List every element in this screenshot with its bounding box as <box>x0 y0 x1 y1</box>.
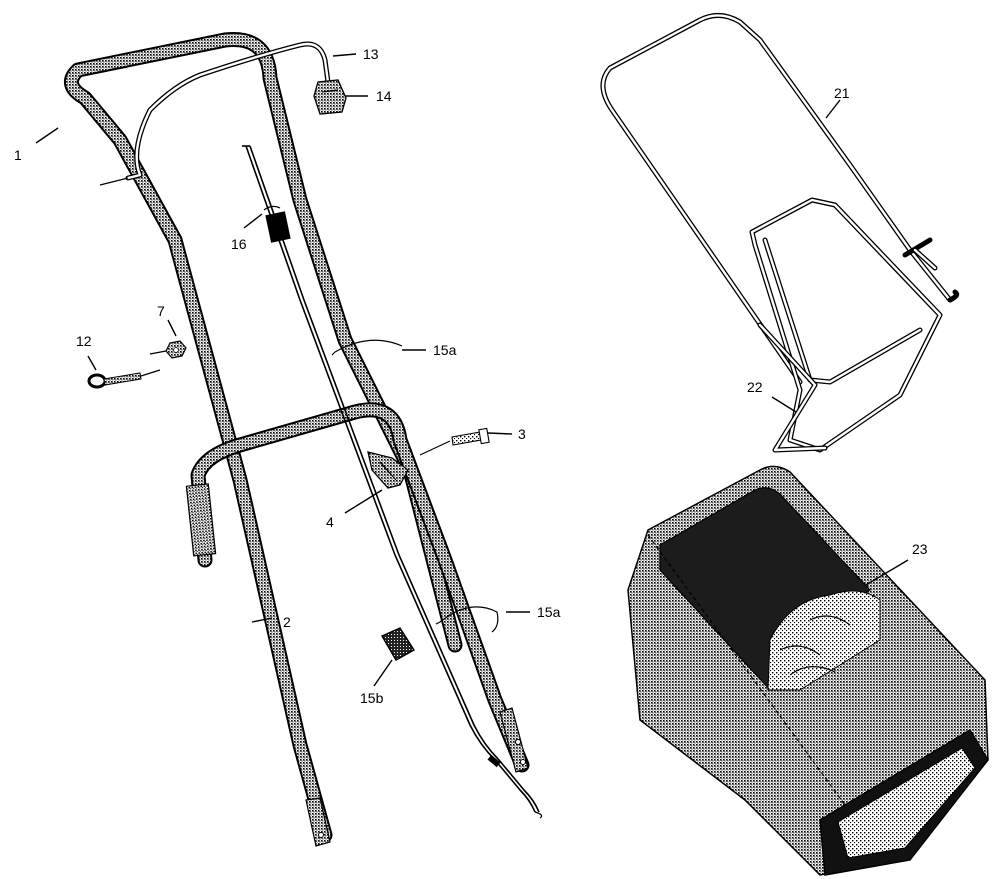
eye-bolt <box>87 369 161 389</box>
spacer-upper <box>331 339 403 356</box>
label-part-16: 16 <box>231 236 247 252</box>
control-rod <box>242 145 543 819</box>
rod-grip <box>263 205 291 243</box>
carriage-bolt <box>419 427 490 456</box>
spacer-block <box>381 627 415 661</box>
spacer-lower <box>435 606 499 633</box>
label-part-23: 23 <box>912 541 928 557</box>
label-part-4: 4 <box>326 514 334 530</box>
leader-lines <box>35 53 909 687</box>
label-part-13: 13 <box>363 46 379 62</box>
cable-clip <box>313 79 347 115</box>
label-part-15a-upper: 15a <box>433 342 457 358</box>
lower-handle <box>185 402 530 847</box>
control-cable <box>99 41 331 186</box>
handle-bracket <box>185 483 217 557</box>
label-part-14: 14 <box>376 88 392 104</box>
label-part-3: 3 <box>518 426 526 442</box>
label-part-12: 12 <box>76 333 92 349</box>
handle-end-right <box>499 707 529 773</box>
upper-handle <box>64 31 463 843</box>
label-part-2: 2 <box>283 614 291 630</box>
label-part-1: 1 <box>14 147 22 163</box>
label-part-21: 21 <box>834 85 850 101</box>
bag-frame <box>600 13 960 385</box>
label-part-15b: 15b <box>360 690 384 706</box>
label-part-22: 22 <box>747 379 763 395</box>
label-part-7: 7 <box>157 303 165 319</box>
bag-support-frame <box>749 197 943 453</box>
label-part-15a-lower: 15a <box>537 604 561 620</box>
grass-bag <box>627 465 989 876</box>
handle-end-left <box>305 797 331 847</box>
hex-nut <box>149 340 187 359</box>
callout-labels: 1 2 3 4 7 12 13 14 15a 15a 15b 16 21 22 … <box>14 46 928 706</box>
handle-knob <box>367 451 409 489</box>
